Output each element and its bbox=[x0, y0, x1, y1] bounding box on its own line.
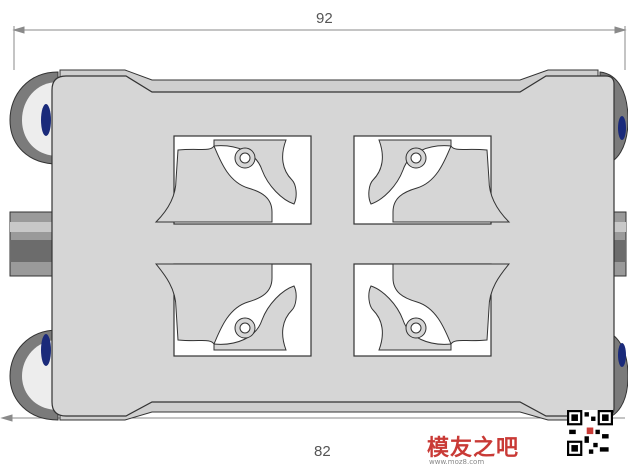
watermark: 模友之吧 www.moz8.com bbox=[427, 410, 627, 472]
window-top-left bbox=[154, 135, 312, 225]
top-dimension bbox=[12, 26, 627, 70]
watermark-url: www.moz8.com bbox=[429, 458, 485, 466]
main-plate bbox=[51, 75, 615, 417]
watermark-brand: 模友之吧 bbox=[427, 436, 520, 461]
left-rollers bbox=[9, 71, 59, 421]
qr-code-icon bbox=[567, 410, 613, 456]
window-top-right bbox=[353, 135, 511, 225]
overall-width-dimension: 92 bbox=[316, 10, 333, 27]
window-bottom-right bbox=[353, 263, 511, 357]
plate-width-dimension: 82 bbox=[314, 443, 331, 460]
window-bottom-left bbox=[154, 263, 312, 357]
